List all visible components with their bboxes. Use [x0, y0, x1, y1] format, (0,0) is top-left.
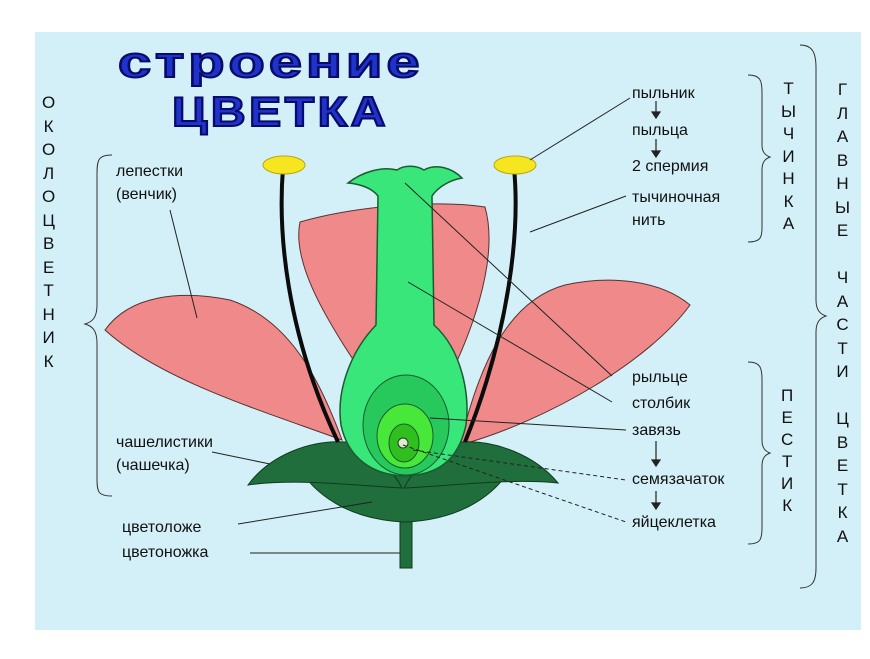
vertical-letter: К [838, 501, 848, 525]
vertical-letter: Ц [42, 209, 55, 233]
vertical-letter: И [43, 326, 55, 350]
vertical-letter: В [837, 149, 848, 173]
vertical-letter: Т [782, 451, 792, 473]
label-pollen: пыльца [632, 121, 688, 140]
vertical-letter: Н [42, 303, 54, 327]
vertical-letter: Т [783, 78, 793, 101]
vertical-letter: А [837, 290, 848, 314]
vertical-letter: К [44, 115, 54, 139]
vertical-letter: К [782, 495, 792, 517]
vertical-letter [840, 384, 845, 408]
brace-stamen [748, 75, 770, 242]
vertical-letter: К [784, 191, 794, 214]
label-anther: пыльник [632, 84, 695, 103]
label-egg-cell: яйцеклетка [632, 513, 716, 532]
label-style: столбик [632, 394, 690, 413]
vertical-letter: Е [781, 407, 792, 429]
vertical-letter: Т [43, 279, 53, 303]
brace-main [800, 45, 826, 588]
vertical-letter: П [781, 385, 793, 407]
label-ovule: семязачаток [632, 470, 724, 489]
vertical-letter: Ц [836, 407, 849, 431]
vertical-letter: А [837, 125, 848, 149]
vertical-letter: Е [43, 256, 54, 280]
vertical-letter: К [44, 350, 54, 374]
brace-pistil [748, 362, 770, 544]
vertical-letter: В [43, 232, 54, 256]
label-filament-2: нить [632, 211, 665, 230]
vertical-letter: С [781, 429, 793, 451]
title-line-1: строение [118, 38, 424, 88]
vertical-letter: Н [782, 168, 794, 191]
vertical-letter: А [837, 525, 848, 549]
label-sepals: чашелистики [116, 433, 213, 452]
label-pedicel: цветоножка [122, 543, 208, 562]
vertical-letter: О [42, 138, 55, 162]
title-line-2: цветка [172, 88, 389, 136]
vertical-letter: Е [837, 219, 848, 243]
vertical-letter: Л [837, 102, 848, 126]
vertical-letter [840, 243, 845, 267]
vertical-letter: И [781, 473, 793, 495]
vertical-letter: И [836, 360, 848, 384]
label-petals: лепестки [116, 162, 183, 181]
vertical-letter: С [836, 313, 848, 337]
vertical-letter: Н [836, 172, 848, 196]
vertical-letter: О [42, 91, 55, 115]
vertical-letter: Ч [837, 266, 848, 290]
vertical-letter: В [837, 431, 848, 455]
label-receptacle: цветоложе [122, 518, 201, 537]
vertical-letter: Т [837, 337, 847, 361]
label-ovary: завязь [632, 421, 681, 440]
vertical-letter: Ы [835, 196, 850, 220]
label-filament-1: тычиночная [632, 188, 720, 207]
left-anther [263, 156, 305, 174]
vertical-letter: Л [43, 162, 54, 186]
vertical-letter: Г [838, 78, 847, 102]
vertical-letter: И [782, 146, 794, 169]
label-calyx: (чашечка) [116, 456, 190, 475]
label-sperm: 2 спермия [632, 157, 708, 176]
vertical-letter: Т [837, 478, 847, 502]
vertical-letter: Ч [783, 123, 794, 146]
right-anther [494, 156, 536, 174]
label-stigma: рыльце [632, 368, 688, 387]
vertical-letter: Е [837, 454, 848, 478]
vertical-letter: А [783, 213, 794, 236]
vertical-letter: Ы [781, 101, 796, 124]
label-corolla: (венчик) [116, 185, 177, 204]
vertical-letter: О [42, 185, 55, 209]
